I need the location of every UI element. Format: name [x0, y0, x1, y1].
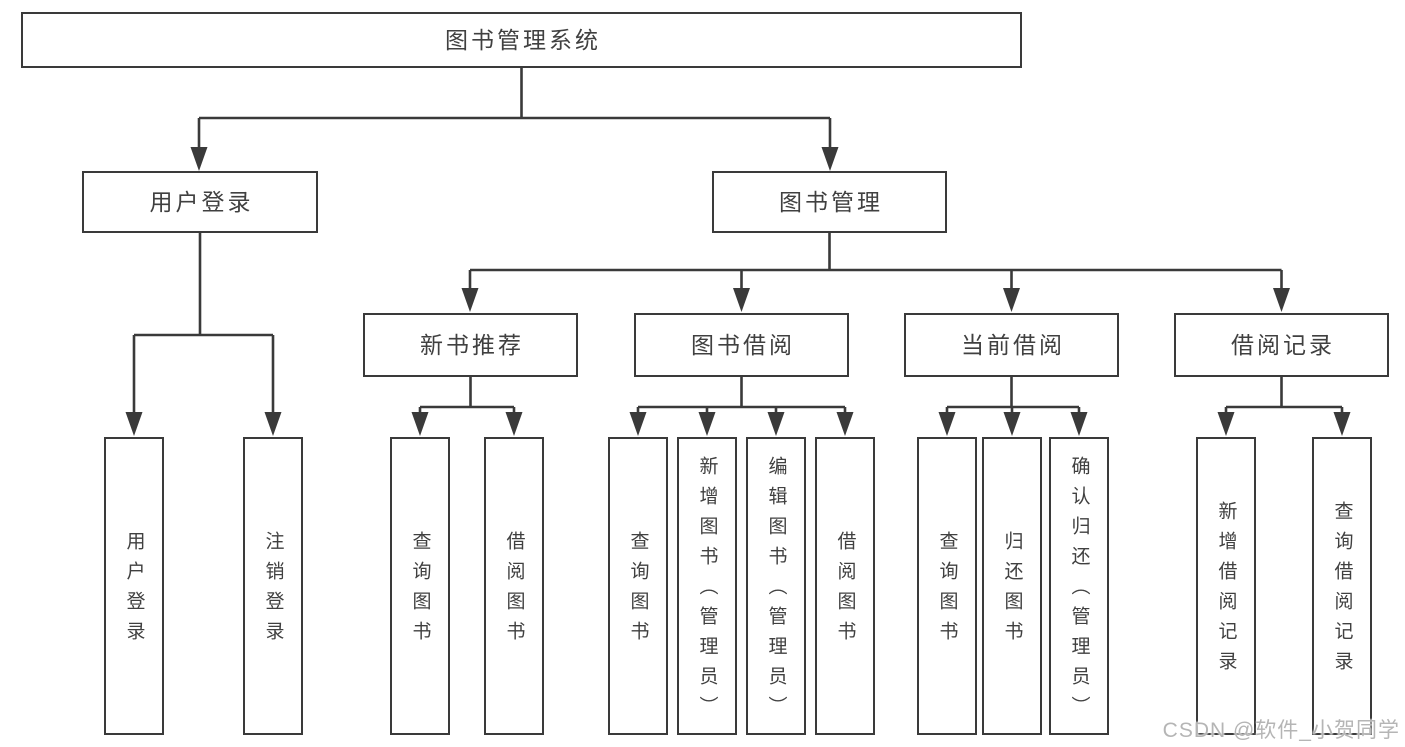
- leaf-borrow-books: 借阅图书: [815, 437, 875, 735]
- connector-book-management-children: [461, 233, 1290, 312]
- node-user-login: 用户登录: [82, 171, 318, 233]
- connector-new-book-recommend-children: [411, 377, 523, 436]
- leaf-logout: 注销登录: [243, 437, 303, 735]
- leaf-return-books: 归还图书: [982, 437, 1042, 735]
- csdn-watermark: CSDN @软件_小贺同学: [1162, 719, 1400, 742]
- connector-current-borrow-children: [938, 377, 1088, 436]
- connector-root-to-level2: [190, 68, 839, 171]
- node-current-borrow: 当前借阅: [904, 313, 1119, 377]
- node-new-book-recommend: 新书推荐: [363, 313, 578, 377]
- leaf-query-books-current: 查询图书: [917, 437, 977, 735]
- leaf-user-login: 用户登录: [104, 437, 164, 735]
- connector-user-login-children: [125, 233, 282, 436]
- node-borrow-records: 借阅记录: [1174, 313, 1389, 377]
- node-root-library-system: 图书管理系统: [21, 12, 1022, 68]
- node-book-borrow: 图书借阅: [634, 313, 849, 377]
- leaf-add-book-admin: 新增图书（管理员）: [677, 437, 737, 735]
- leaf-confirm-return-admin: 确认归还（管理员）: [1049, 437, 1109, 735]
- connector-book-borrow-children: [629, 377, 854, 436]
- leaf-borrow-books-recommend: 借阅图书: [484, 437, 544, 735]
- connector-borrow-records-children: [1217, 377, 1351, 436]
- leaf-query-books-recommend: 查询图书: [390, 437, 450, 735]
- leaf-add-borrow-record: 新增借阅记录: [1196, 437, 1256, 735]
- leaf-query-books-borrow: 查询图书: [608, 437, 668, 735]
- node-book-management: 图书管理: [712, 171, 947, 233]
- leaf-query-borrow-record: 查询借阅记录: [1312, 437, 1372, 735]
- leaf-edit-book-admin: 编辑图书（管理员）: [746, 437, 806, 735]
